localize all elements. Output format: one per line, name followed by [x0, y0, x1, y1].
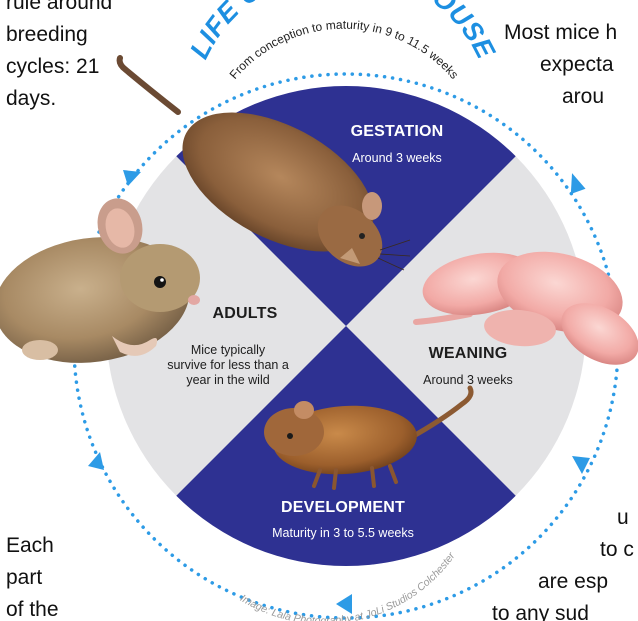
gestation-title: GESTATION [351, 123, 444, 140]
cycle-arrow-icon [336, 594, 352, 614]
weaning-duration: Around 3 weeks [423, 373, 513, 387]
development-title: DEVELOPMENT [281, 499, 405, 516]
diagram-subtitle: From conception to maturity in 9 to 11.5… [227, 18, 462, 82]
adults-description-line: survive for less than a [167, 358, 289, 372]
adults-description-line: Mice typically [191, 343, 266, 357]
diagram-title: LIFE CYCLE OF A MOUSE [184, 0, 501, 64]
weaning-title: WEANING [429, 345, 508, 362]
cycle-arrow-icon [88, 452, 104, 470]
gestation-duration: Around 3 weeks [352, 151, 442, 165]
development-duration: Maturity in 3 to 5.5 weeks [272, 526, 414, 540]
adults-description-line: year in the wild [186, 373, 269, 387]
adults-title: ADULTS [213, 305, 278, 322]
cycle-arrow-icon [123, 170, 141, 186]
cycle-arrow-icon [565, 173, 589, 198]
